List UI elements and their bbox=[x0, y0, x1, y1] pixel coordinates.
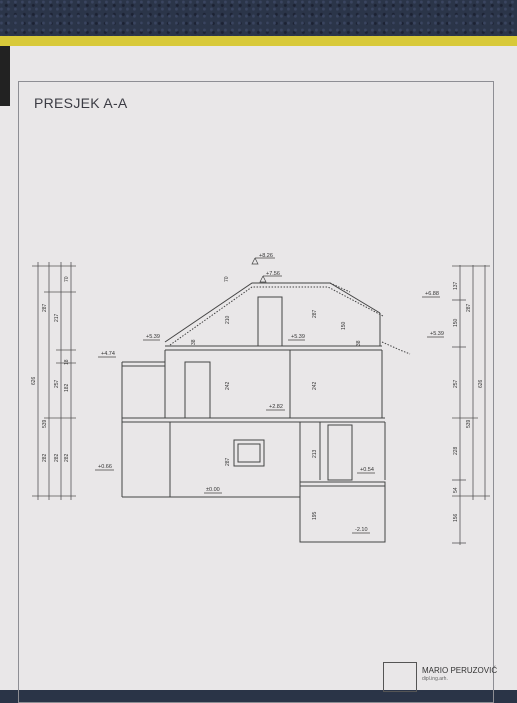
right-dim-150: 150 bbox=[453, 318, 459, 327]
right-dim-156: 156 bbox=[453, 513, 459, 522]
left-dim-282b: 282 bbox=[54, 453, 60, 462]
building-outline bbox=[121, 282, 411, 543]
left-dim-539: 539 bbox=[42, 419, 48, 428]
int-dim-150: 150 bbox=[341, 321, 347, 330]
interior-dimension-labels: 70 210 38 287 150 38 242 242 287 213 195 bbox=[191, 276, 362, 520]
int-dim-210: 210 bbox=[225, 315, 231, 324]
level-basement: -2.10 bbox=[355, 527, 368, 533]
roof-line bbox=[164, 282, 381, 343]
architect-title: dipl.ing.arh. bbox=[422, 676, 448, 682]
attic-door bbox=[257, 296, 283, 347]
architect-stamp bbox=[383, 662, 417, 692]
level-right-step: +0.54 bbox=[360, 467, 374, 473]
left-ticks bbox=[32, 265, 76, 497]
ground-door bbox=[327, 424, 353, 481]
level-ridge-top: +8.26 bbox=[259, 253, 273, 259]
sheet-corner-shadow bbox=[0, 46, 10, 106]
left-dim-282a: 282 bbox=[42, 453, 48, 462]
int-dim-242b: 242 bbox=[312, 381, 318, 390]
drawing-sheet bbox=[0, 46, 517, 690]
left-dim-70: 70 bbox=[64, 276, 70, 282]
right-dim-287: 287 bbox=[466, 303, 472, 312]
int-dim-195: 195 bbox=[312, 511, 318, 520]
section-title: PRESJEK A-A bbox=[34, 95, 128, 111]
right-dim-539: 539 bbox=[466, 419, 472, 428]
level-left-eave: +5.39 bbox=[146, 334, 160, 340]
left-dim-182: 182 bbox=[64, 383, 70, 392]
level-left-ground: +0.66 bbox=[98, 464, 112, 470]
level-labels: +8.26 +7.56 +5.39 +5.39 +4.74 +2.82 +0.6… bbox=[98, 253, 444, 533]
left-dim-257: 257 bbox=[54, 379, 60, 388]
right-dim-137: 137 bbox=[453, 281, 459, 290]
level-right-eave: +5.39 bbox=[430, 331, 444, 337]
left-dim-282c: 282 bbox=[64, 453, 70, 462]
int-dim-38a: 38 bbox=[191, 339, 197, 345]
level-right-upper: +6.88 bbox=[425, 291, 439, 297]
right-dim-228: 228 bbox=[453, 446, 459, 455]
upper-door bbox=[184, 361, 211, 419]
int-dim-287: 287 bbox=[312, 309, 318, 318]
ground-window bbox=[233, 439, 265, 467]
level-first-floor: +2.82 bbox=[269, 404, 283, 410]
int-dim-287b: 287 bbox=[225, 457, 231, 466]
level-mid-floor: +5.39 bbox=[291, 334, 305, 340]
level-ground: ±0.00 bbox=[206, 487, 220, 493]
right-dim-626: 626 bbox=[478, 379, 484, 388]
level-left-terrace: +4.74 bbox=[101, 351, 115, 357]
int-dim-38b: 38 bbox=[356, 340, 362, 346]
architect-name: MARIO PERUZOVIĆ bbox=[422, 666, 498, 675]
left-dim-18: 18 bbox=[64, 359, 70, 365]
int-dim-70: 70 bbox=[224, 276, 230, 282]
right-dim-54: 54 bbox=[453, 487, 459, 493]
right-dim-257: 257 bbox=[453, 379, 459, 388]
basement-outline bbox=[299, 481, 386, 543]
left-dim-217: 217 bbox=[54, 313, 60, 322]
left-dim-626: 626 bbox=[31, 376, 37, 385]
int-dim-213: 213 bbox=[312, 449, 318, 458]
left-dimension-labels: 626 287 539 282 217 257 282 70 18 182 28… bbox=[31, 276, 70, 462]
right-ticks bbox=[452, 265, 490, 544]
int-dim-242a: 242 bbox=[225, 381, 231, 390]
right-dimension-labels: 137 150 257 228 54 156 287 539 626 bbox=[453, 281, 484, 522]
level-ridge: +7.56 bbox=[266, 271, 280, 277]
roof-insulation bbox=[169, 286, 384, 346]
left-dim-287: 287 bbox=[42, 303, 48, 312]
